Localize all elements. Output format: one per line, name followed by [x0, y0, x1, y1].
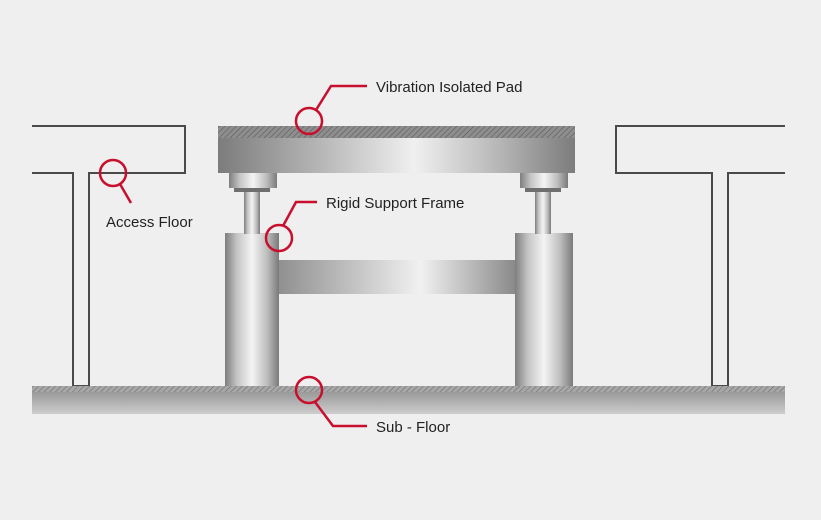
- label-vibration-pad: Vibration Isolated Pad: [376, 79, 523, 96]
- access-floor-right-outline: [615, 125, 785, 387]
- label-sub-floor: Sub - Floor: [376, 419, 450, 436]
- callout-rigid-frame: [264, 200, 317, 253]
- label-access-floor: Access Floor: [106, 214, 193, 231]
- access-floor-left-outline: [32, 125, 186, 387]
- callout-vibration-pad: [294, 84, 367, 136]
- left-support-column: [225, 172, 279, 386]
- cross-beam: [279, 260, 515, 294]
- callout-sub-floor: [294, 375, 367, 428]
- sub-floor-slab: [32, 386, 785, 414]
- callout-access-floor: [98, 158, 133, 204]
- label-rigid-frame: Rigid Support Frame: [326, 195, 464, 212]
- right-support-column: [515, 172, 573, 386]
- vibration-isolated-pad: [218, 126, 575, 173]
